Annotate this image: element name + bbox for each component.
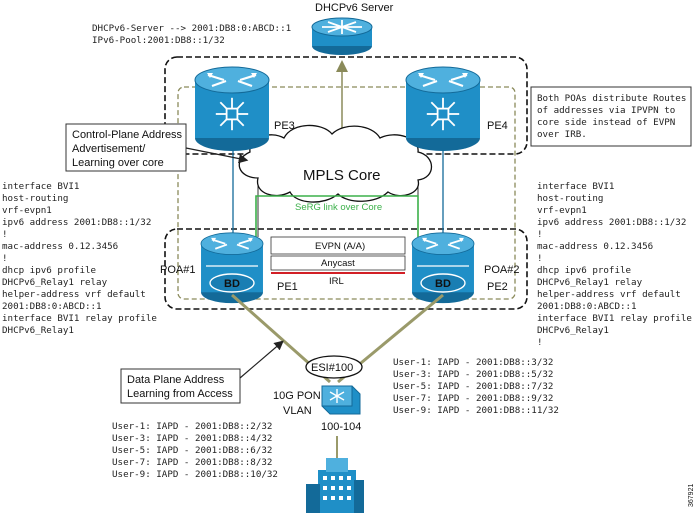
dhcp-ipv6-pool: IPv6-Pool:2001:DB8::1/32	[92, 35, 225, 46]
control-plane-arrow	[185, 147, 249, 164]
figure-id: 367921	[688, 484, 695, 507]
config-right-line: interface BVI1	[537, 181, 614, 192]
config-right-line: 2001:DB8:0:ABCD::1	[537, 301, 637, 312]
vlan-range-label: 100-104	[321, 421, 361, 433]
config-left-line: !	[2, 253, 8, 264]
config-right-line: !	[537, 253, 543, 264]
config-left-line: interface BVI1 relay profile	[2, 313, 157, 324]
pon-label: 10G PON	[273, 390, 321, 402]
config-right-line: host-routing	[537, 193, 603, 204]
pe4-label: PE4	[487, 120, 508, 132]
router-pe4	[405, 66, 481, 152]
dhcp-server	[311, 17, 373, 55]
poa-interlinks	[270, 236, 406, 274]
poa-routes-note-line-1: Both POAs distribute Routes	[537, 93, 686, 104]
evpn-link-label: EVPN (A/A)	[315, 241, 365, 252]
user-entry: User-1: IAPD - 2001:DB8::2/32	[112, 421, 272, 432]
config-right-line: mac-address 0.12.3456	[537, 241, 653, 252]
users-list-left: User-1: IAPD - 2001:DB8::2/32 User-3: IA…	[112, 421, 278, 480]
config-right-line: !	[537, 337, 543, 348]
poa-routes-note-line-3: core side instead of EVPN	[537, 117, 675, 128]
user-entry: User-9: IAPD - 2001:DB8::10/32	[112, 469, 278, 480]
user-entry: User-7: IAPD - 2001:DB8::8/32	[112, 457, 272, 468]
serg-link-label: SeRG link over Core	[295, 202, 382, 213]
user-entry: User-5: IAPD - 2001:DB8::7/32	[393, 381, 553, 392]
pon-olt-device	[321, 385, 361, 415]
mpls-core-label: MPLS Core	[303, 167, 381, 184]
config-left-line: interface BVI1	[2, 181, 79, 192]
pe3-label: PE3	[274, 120, 295, 132]
config-right-line: vrf-evpn1	[537, 205, 587, 216]
dhcp-server-title: DHCPv6 Server	[315, 2, 394, 14]
config-left-line: ipv6 address 2001:DB8::1/32	[2, 217, 151, 228]
control-plane-line-2: Advertisement/	[72, 143, 146, 155]
config-right-line: dhcp ipv6 profile	[537, 265, 631, 276]
config-left-line: 2001:DB8:0:ABCD::1	[2, 301, 102, 312]
bd-label-left: BD	[224, 278, 240, 290]
config-right-line: ipv6 address 2001:DB8::1/32	[537, 217, 686, 228]
esi-label: ESI#100	[311, 362, 353, 374]
config-right-line: interface BVI1 relay profile	[537, 313, 692, 324]
control-plane-note	[65, 123, 187, 172]
dhcp-server-address: DHCPv6-Server --> 2001:DB8:0:ABCD::1	[92, 23, 291, 34]
config-left-line: mac-address 0.12.3456	[2, 241, 118, 252]
router-pe1	[199, 232, 265, 304]
config-left-line: host-routing	[2, 193, 68, 204]
config-right-line: helper-address vrf default	[537, 289, 681, 300]
data-plane-arrow	[239, 340, 284, 379]
poa1-label: POA#1	[160, 264, 195, 276]
control-plane-line-3: Learning over core	[72, 157, 164, 169]
user-entry: User-3: IAPD - 2001:DB8::5/32	[393, 369, 553, 380]
config-left-line: DHCPv6_Relay1	[2, 325, 74, 336]
config-left-line: dhcp ipv6 profile	[2, 265, 96, 276]
poa2-label: POA#2	[484, 264, 519, 276]
bd-label-right: BD	[435, 278, 451, 290]
building-icon	[306, 458, 364, 513]
config-right: interface BVI1 host-routing vrf-evpn1 ip…	[537, 181, 692, 348]
data-plane-line-2: Learning from Access	[127, 388, 233, 400]
serg-link	[255, 195, 419, 237]
config-right-line: DHCPv6_Relay1 relay	[537, 277, 643, 288]
config-left-line: helper-address vrf default	[2, 289, 146, 300]
pe1-label: PE1	[277, 281, 298, 293]
config-right-line: DHCPv6_Relay1	[537, 325, 609, 336]
poa-routes-note-line-4: over IRB.	[537, 129, 587, 140]
config-right-line: !	[537, 229, 543, 240]
user-entry: User-3: IAPD - 2001:DB8::4/32	[112, 433, 272, 444]
control-plane-line-1: Control-Plane Address	[72, 129, 183, 141]
vlan-label: VLAN	[283, 405, 312, 417]
config-left-line: !	[2, 229, 8, 240]
data-plane-line-1: Data Plane Address	[127, 374, 225, 386]
config-left: interface BVI1 host-routing vrf-evpn1 ip…	[2, 181, 157, 336]
data-plane-note	[120, 368, 241, 404]
user-entry: User-5: IAPD - 2001:DB8::6/32	[112, 445, 272, 456]
user-entry: User-7: IAPD - 2001:DB8::9/32	[393, 393, 553, 404]
poa-routes-note	[530, 86, 692, 147]
router-pe3	[194, 66, 270, 152]
mpls-core-cloud	[238, 124, 433, 203]
poa-routes-note-line-2: of addresses via IPVPN to	[537, 105, 675, 116]
router-pe2	[410, 232, 476, 304]
pe2-label: PE2	[487, 281, 508, 293]
user-entry: User-1: IAPD - 2001:DB8::3/32	[393, 357, 553, 368]
irl-link-label: IRL	[329, 276, 344, 287]
esi-marker	[305, 355, 363, 379]
anycast-link-label: Anycast	[321, 258, 355, 269]
config-left-line: vrf-evpn1	[2, 205, 52, 216]
users-list-right: User-1: IAPD - 2001:DB8::3/32 User-3: IA…	[393, 357, 559, 416]
user-entry: User-9: IAPD - 2001:DB8::11/32	[393, 405, 559, 416]
config-left-line: DHCPv6_Relay1 relay	[2, 277, 108, 288]
